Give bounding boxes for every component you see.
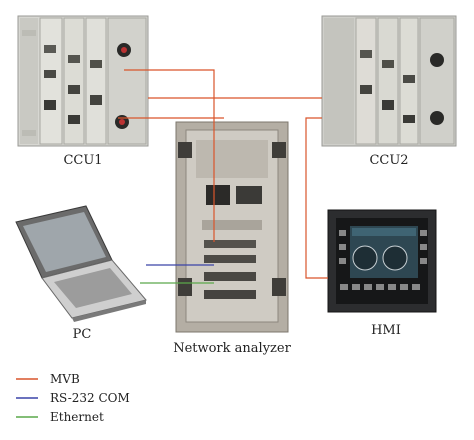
- legend-label-rs232: RS-232 COM: [50, 391, 130, 405]
- mvb-link-ccu1-top: [124, 69, 215, 242]
- legend-label-ethernet: Ethernet: [50, 410, 104, 424]
- hmi-label: HMI: [371, 323, 401, 338]
- pc-laptop: [15, 205, 147, 322]
- network-analyzer-device: [175, 121, 289, 333]
- ccu2-device: [321, 15, 457, 147]
- pc-label: PC: [73, 327, 92, 342]
- hmi-device: [327, 209, 437, 313]
- mvb-link-ccu2-hmi: [305, 117, 328, 279]
- ccu2-label: CCU2: [369, 153, 408, 168]
- legend: MVB RS-232 COM Ethernet: [16, 372, 130, 424]
- ccu1-device: [17, 15, 149, 147]
- legend-label-mvb: MVB: [50, 372, 80, 386]
- network-analyzer-label: Network analyzer: [173, 341, 291, 356]
- ccu1-label: CCU1: [63, 153, 102, 168]
- connection-lines: [118, 69, 328, 284]
